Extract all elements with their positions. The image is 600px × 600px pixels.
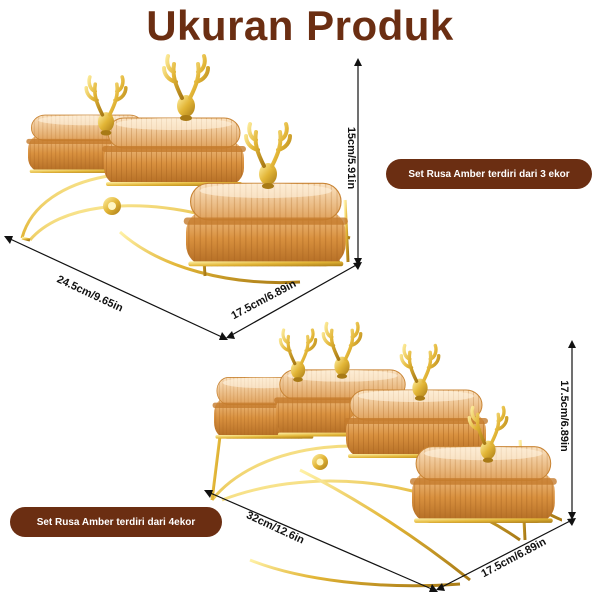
- width-arrow-bottom: [436, 518, 576, 591]
- set-four-label-badge: Set Rusa Amber terdiri dari 4ekor: [10, 507, 222, 537]
- three-piece-set: [4, 54, 362, 340]
- width-arrow-top: [226, 262, 362, 339]
- length-arrow-bottom: [204, 490, 438, 592]
- amber-box-back-middle: [101, 117, 247, 187]
- height-label-top: 15cm/5.91in: [345, 126, 358, 190]
- deer-antler-knob-icon: [162, 54, 210, 123]
- height-arrow-top: [354, 58, 362, 266]
- length-arrow-top: [4, 236, 228, 340]
- amber-box-front-right: [183, 182, 349, 267]
- gold-flower-ornament: [312, 454, 328, 470]
- set-three-label-badge: Set Rusa Amber terdiri dari 3 ekor: [386, 159, 592, 189]
- deer-antler-knob-icon: [244, 122, 292, 191]
- amber-box-4: [409, 446, 558, 524]
- height-arrow-bottom: [568, 340, 576, 520]
- gold-flower-ornament: [103, 197, 121, 215]
- four-piece-set: [204, 321, 576, 592]
- page-title: Ukuran Produk: [146, 2, 454, 49]
- height-label-bottom: 17.5cm/6.89in: [557, 380, 570, 452]
